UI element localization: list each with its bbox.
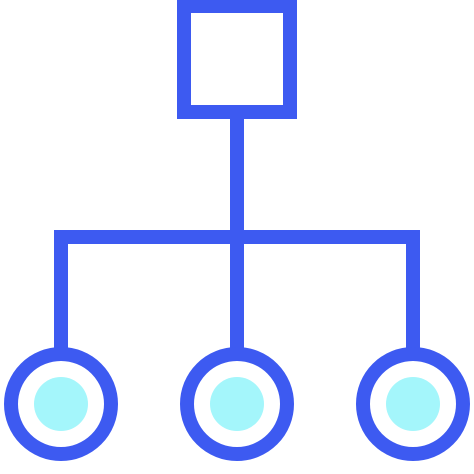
child-node-right-core bbox=[386, 377, 440, 431]
parent-node-box bbox=[177, 0, 297, 119]
branch-bus-line bbox=[54, 230, 420, 354]
child-node-center-core bbox=[210, 377, 264, 431]
child-node-left-core bbox=[34, 377, 88, 431]
